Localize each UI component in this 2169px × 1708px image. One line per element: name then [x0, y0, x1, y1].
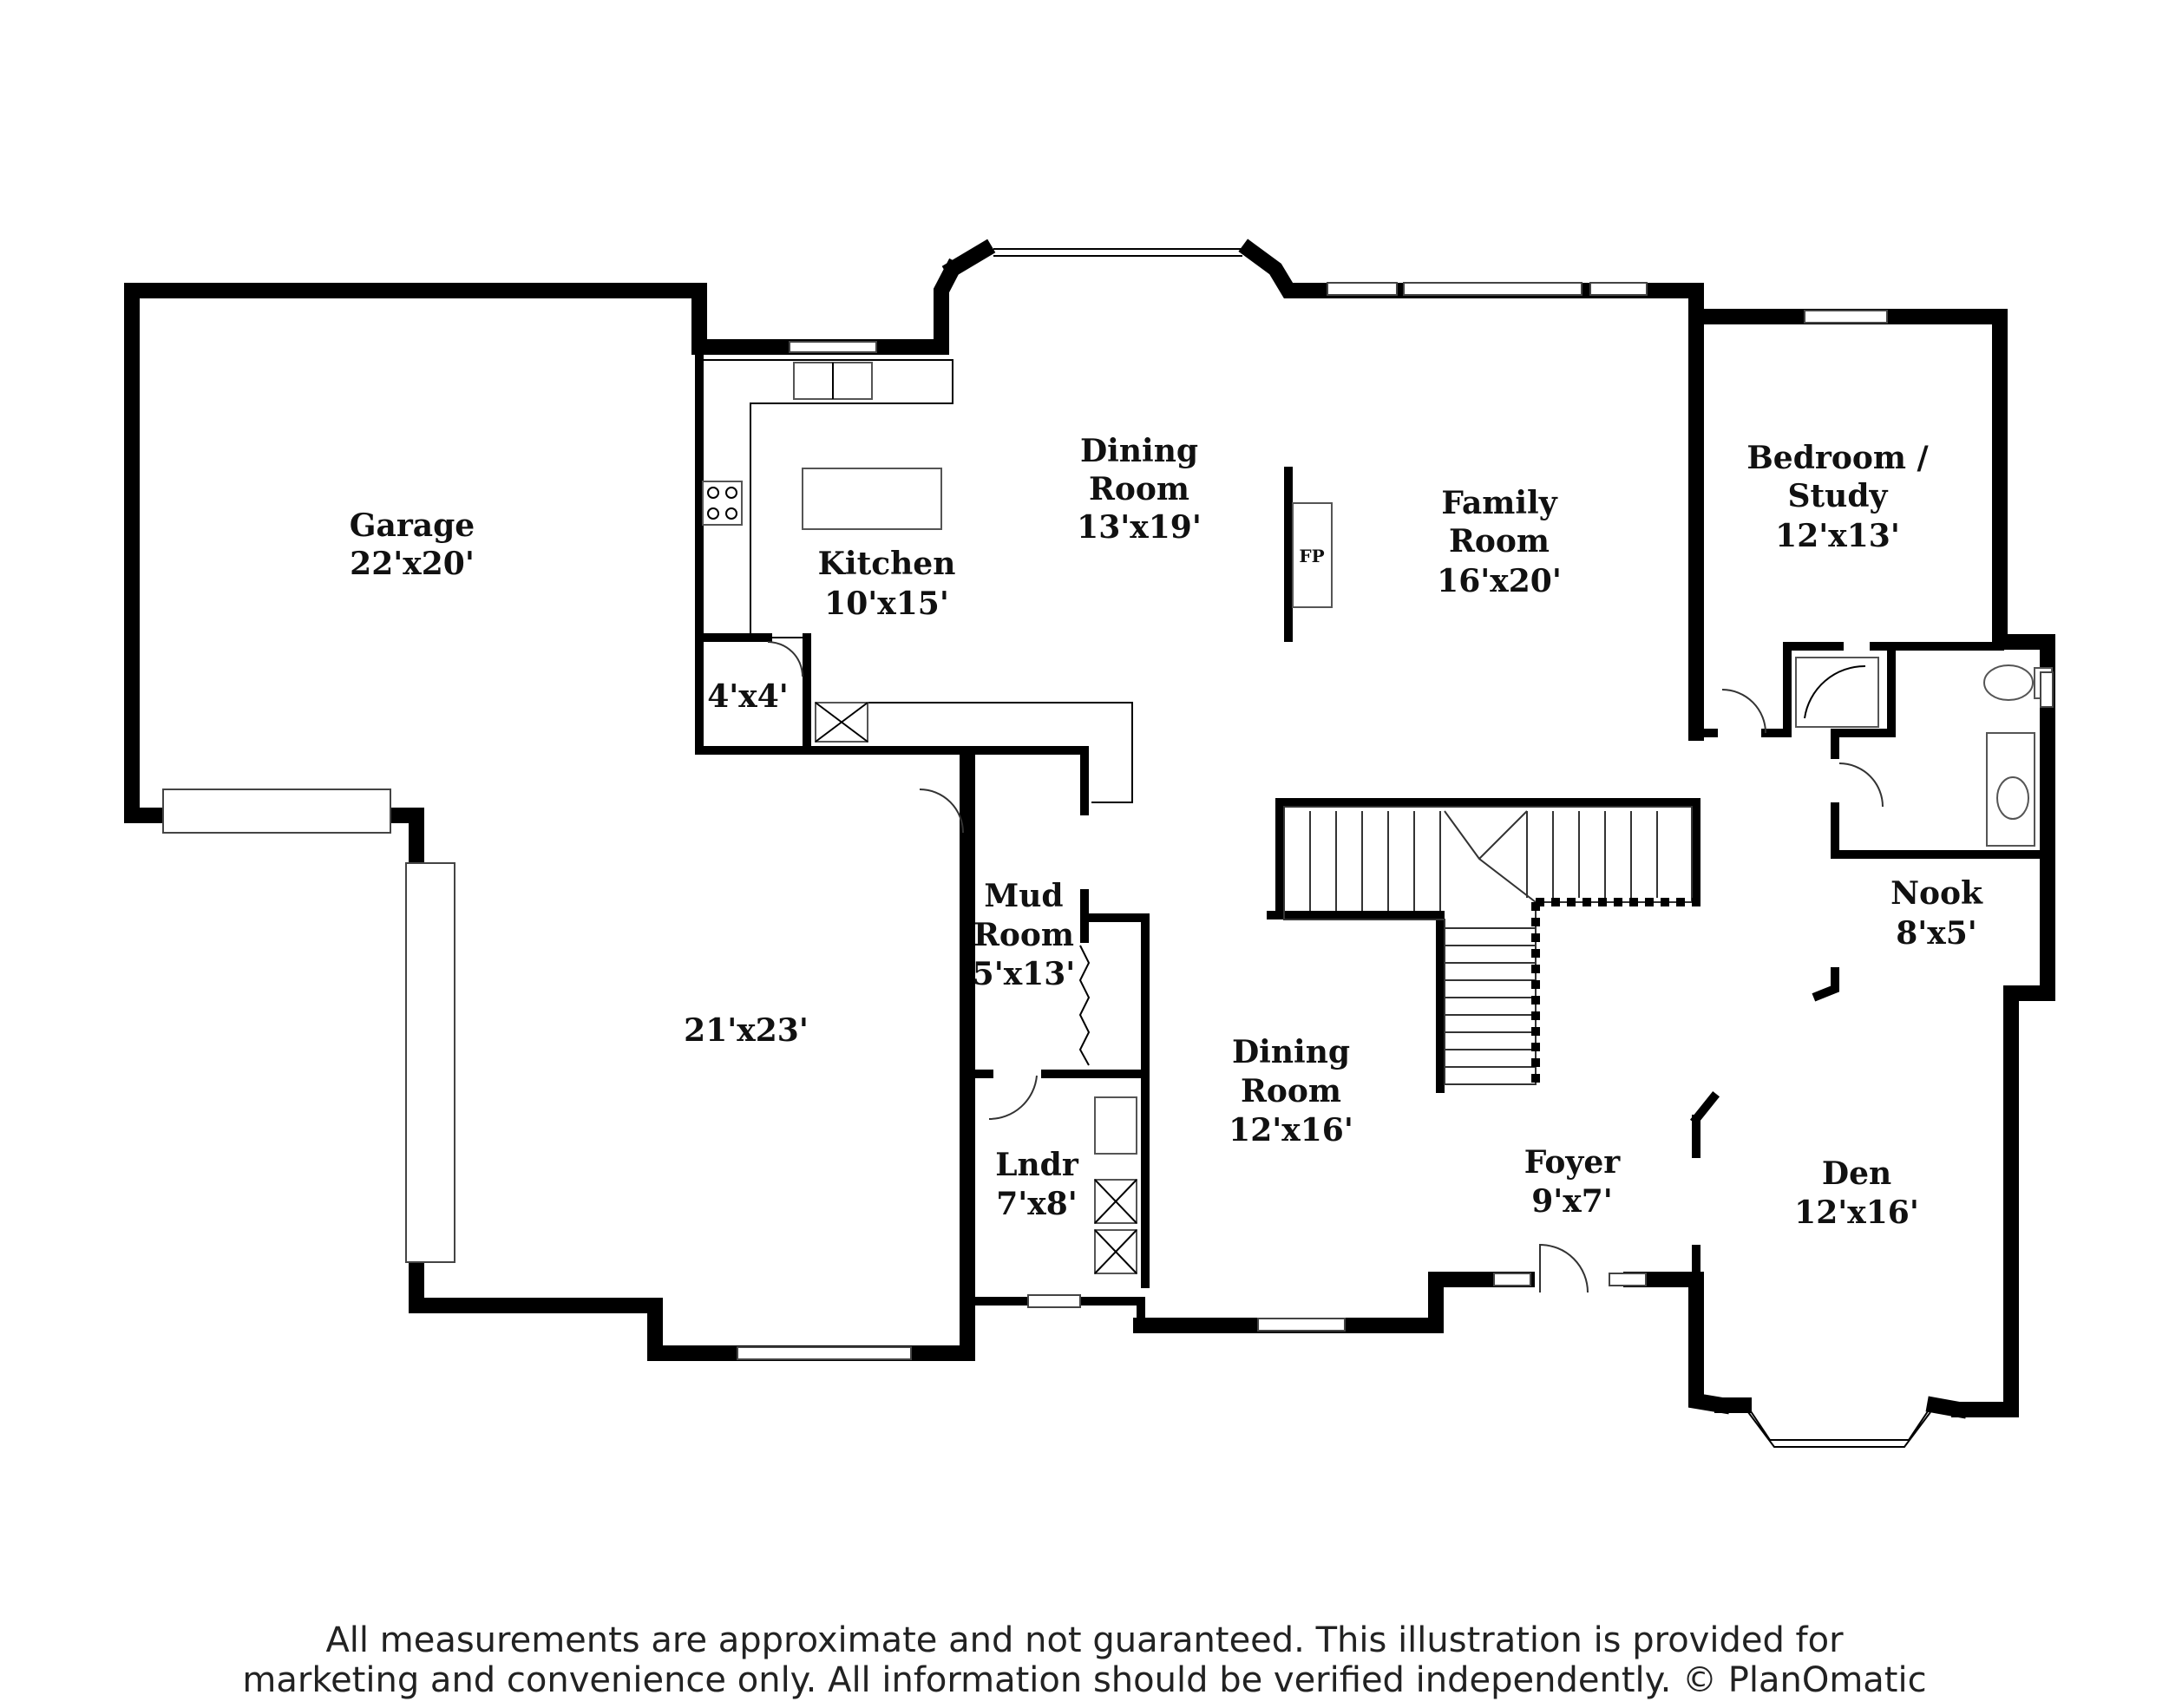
laundry-window: [1027, 1294, 1081, 1308]
den-walls: [1714, 1396, 1969, 1419]
mud-dims: 5'x13': [973, 956, 1076, 992]
family-window-right: [1589, 282, 1648, 296]
pantry-dims: 4'x4': [707, 678, 789, 715]
laundry-dims: 7'x8': [996, 1186, 1078, 1222]
den-dims: 12'x16': [1794, 1194, 1919, 1231]
family-window-left: [1327, 282, 1398, 296]
fireplace-label: FP: [1299, 546, 1324, 566]
cooktop: [702, 481, 743, 526]
laundry-door: [988, 1075, 1038, 1121]
family-window-center: [1403, 282, 1583, 296]
bedroom-walls: [1688, 309, 2055, 1417]
kitchen-window: [789, 341, 877, 353]
disclaimer: All measurements are approximate and not…: [0, 1620, 2169, 1700]
nook-window: [2040, 671, 2054, 708]
stairs: [1267, 798, 1700, 1093]
dining-upper-name-2: Room: [1089, 471, 1189, 507]
garage-walls: [124, 258, 975, 1361]
laundry-name: Lndr: [995, 1147, 1079, 1183]
dining-upper-name-1: Dining: [1080, 433, 1198, 469]
fireplace: FP: [1284, 467, 1333, 642]
foyer-name: Foyer: [1524, 1144, 1621, 1181]
dining-bay-window: [993, 248, 1242, 257]
upper-walls: [941, 239, 1704, 741]
bedroom-door: [1721, 689, 1766, 734]
laundry-sink: [1094, 1096, 1137, 1155]
mud-name-1: Mud: [984, 878, 1063, 914]
dining-lower-name-1: Dining: [1232, 1034, 1350, 1070]
garage-side-door: [162, 789, 391, 834]
family-name-1: Family: [1441, 485, 1557, 521]
mud-name-2: Room: [973, 917, 1074, 953]
family-name-2: Room: [1449, 523, 1550, 560]
garage-name: Garage: [350, 507, 475, 544]
den-name: Den: [1822, 1155, 1891, 1192]
garage2-dims: 21'x23': [684, 1012, 809, 1049]
bedroom-name-1: Bedroom /: [1746, 440, 1929, 476]
mud-door: [919, 789, 964, 834]
nook-dims: 8'x5': [1896, 915, 1977, 952]
front-door: [1539, 1243, 1589, 1293]
toilet-bowl: [1983, 664, 2034, 701]
bath-door: [1838, 762, 1884, 808]
foyer-dims: 9'x7': [1531, 1183, 1613, 1220]
dining-upper-dims: 13'x19': [1077, 509, 1202, 546]
bedroom-name-2: Study: [1788, 478, 1889, 514]
disclaimer-line-1: All measurements are approximate and not…: [325, 1620, 1844, 1660]
dining-lower-window: [1257, 1318, 1346, 1332]
room-labels: Garage 22'x20' 21'x23' Kitchen 10'x15' 4…: [350, 433, 1983, 1231]
nook-name: Nook: [1891, 875, 1983, 912]
kitchen-fixtures: [695, 341, 1133, 803]
bedroom-dims: 12'x13': [1775, 518, 1900, 554]
disclaimer-line-2: marketing and convenience only. All info…: [242, 1660, 1927, 1700]
kitchen-island: [802, 468, 942, 530]
foyer-sidelight-left: [1493, 1273, 1531, 1286]
bath-sink: [1996, 776, 2029, 820]
dining-lower-name-2: Room: [1241, 1073, 1341, 1109]
mud-closet-door: [1078, 945, 1091, 1066]
garage-door: [405, 862, 455, 1263]
garage-dims: 22'x20': [350, 546, 475, 582]
kitchen-name: Kitchen: [818, 546, 956, 582]
family-dims: 16'x20': [1437, 563, 1562, 599]
kitchen-dims: 10'x15': [824, 586, 949, 622]
foyer-sidelight-right: [1609, 1273, 1647, 1286]
dining-lower-dims: 12'x16': [1229, 1112, 1353, 1148]
garage-rear-window: [737, 1346, 912, 1360]
bedroom-window: [1804, 310, 1888, 324]
shower: [1795, 657, 1879, 728]
den-bay-window: [1743, 1400, 1936, 1448]
